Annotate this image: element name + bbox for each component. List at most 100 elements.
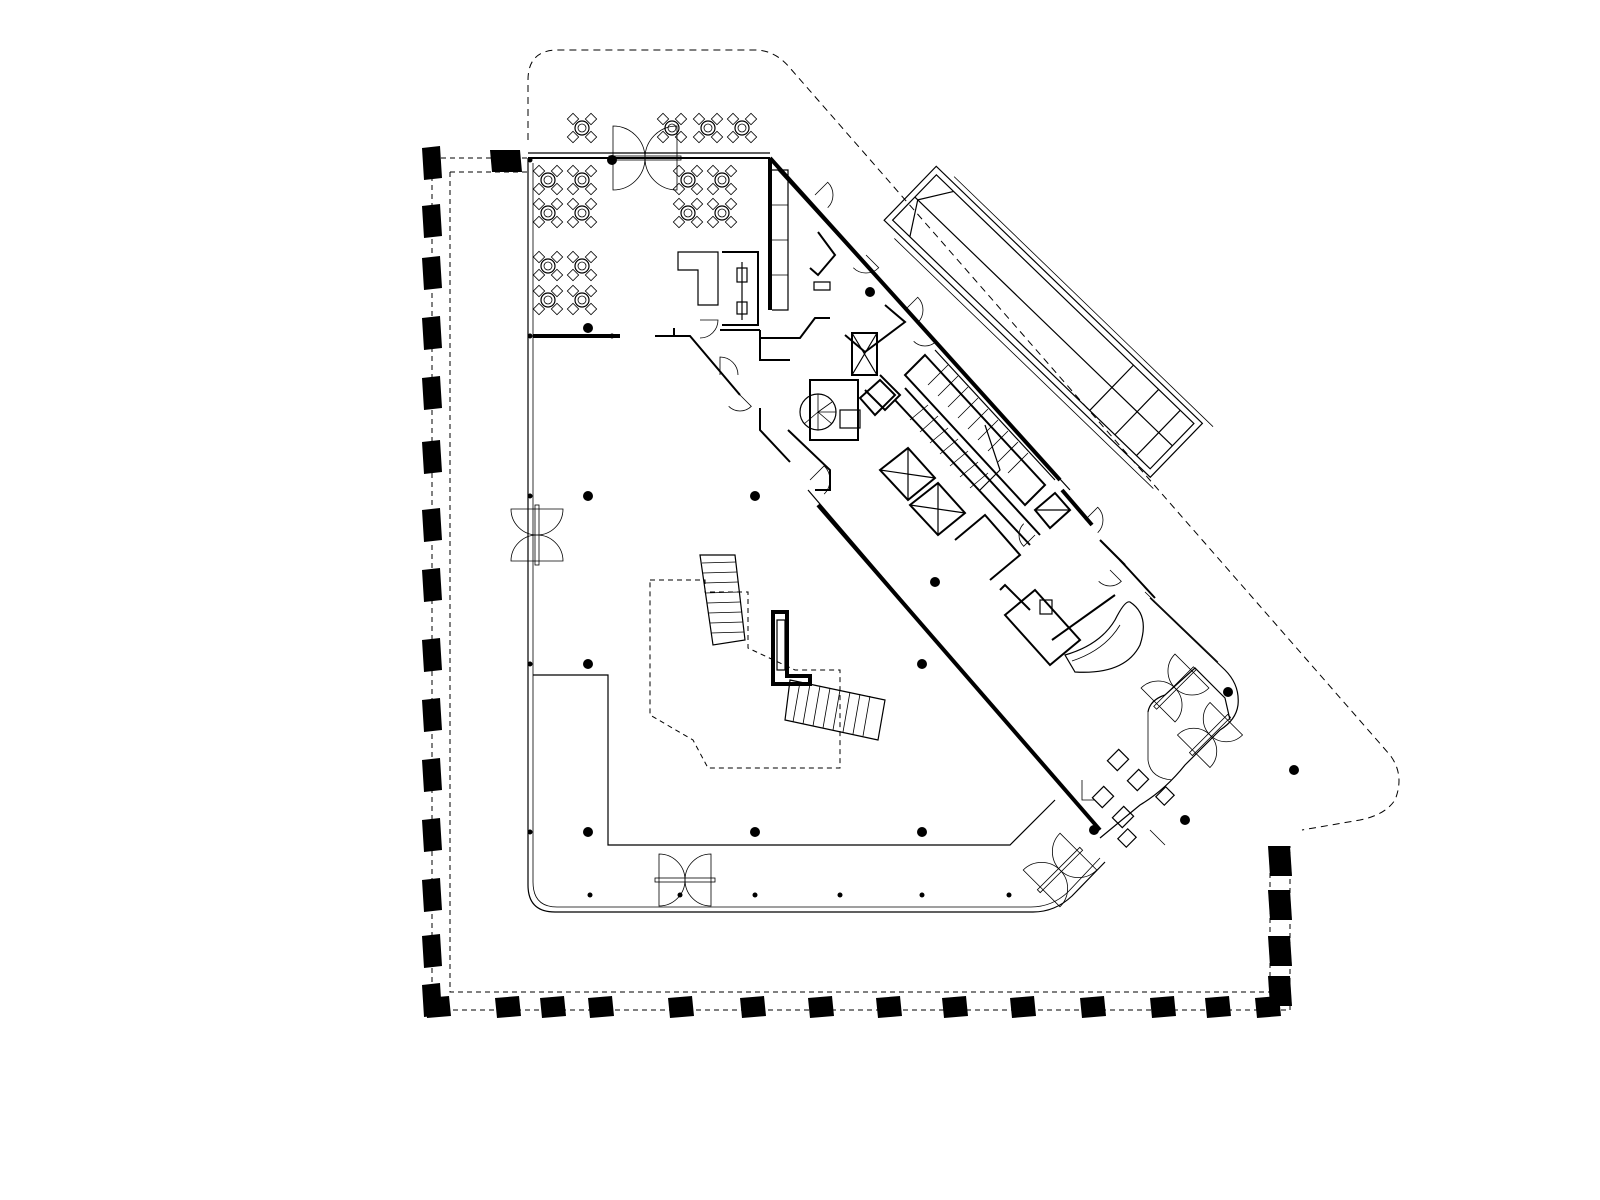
cafe-table: [566, 112, 598, 144]
wall-column: [425, 996, 451, 1018]
double-door: [654, 853, 716, 907]
spiral-stair: [799, 393, 837, 431]
cafe-table: [566, 250, 598, 282]
lounge-room: [1147, 667, 1231, 721]
wall-column: [490, 150, 522, 172]
main-stair: [894, 349, 1056, 546]
wall-column: [495, 996, 521, 1018]
column-small: [527, 333, 533, 339]
wall-column: [422, 818, 442, 852]
column: [607, 155, 617, 165]
doors: [510, 125, 1244, 908]
atrium-stairs: [699, 554, 886, 741]
single-door: [904, 296, 924, 324]
cafe-table: [532, 164, 564, 196]
column: [750, 827, 760, 837]
canopy-outline: [527, 49, 1400, 831]
cafe-table: [726, 112, 758, 144]
column: [1089, 825, 1099, 835]
single-door: [852, 254, 880, 274]
column-small: [587, 892, 593, 898]
double-door: [1176, 701, 1244, 769]
wall-column: [422, 508, 442, 542]
wall-column: [1150, 996, 1176, 1018]
gallery-line: [533, 674, 1056, 846]
wall-column: [1080, 996, 1106, 1018]
lobby-glazing: [527, 158, 1106, 913]
wall-column: [942, 996, 968, 1018]
column-small: [527, 829, 533, 835]
wall-column: [1268, 976, 1292, 1006]
lounge-furniture: [1081, 748, 1176, 849]
cafe-table: [672, 197, 704, 229]
wall-column: [1268, 846, 1292, 876]
column-small: [527, 661, 533, 667]
cafe-table: [706, 197, 738, 229]
single-door: [1098, 569, 1122, 587]
canopy-structure: [883, 165, 1214, 489]
single-door: [1018, 523, 1036, 547]
single-door: [719, 356, 739, 376]
cafe-table: [706, 164, 738, 196]
single-door: [1084, 506, 1104, 534]
single-door: [699, 319, 719, 339]
single-door: [809, 465, 831, 495]
wall-column: [876, 996, 902, 1018]
cafe-table: [672, 164, 704, 196]
column: [583, 323, 593, 333]
wall-column: [1010, 996, 1036, 1018]
wall-column: [422, 934, 442, 968]
column-small: [677, 892, 683, 898]
wall-column: [422, 376, 442, 410]
perimeter-wall: [431, 157, 1291, 1011]
double-door: [1140, 653, 1210, 723]
single-door: [814, 181, 834, 209]
wall-column: [1205, 996, 1231, 1018]
wall-column: [740, 996, 766, 1018]
column: [1289, 765, 1299, 775]
cafe-table: [532, 284, 564, 316]
single-door: [728, 394, 752, 412]
double-door: [510, 504, 564, 566]
wall-column: [422, 256, 442, 290]
cafe-table: [532, 197, 564, 229]
east-glazing: [1099, 597, 1239, 839]
double-door: [1022, 832, 1098, 908]
column-small: [919, 892, 925, 898]
cafe-table: [532, 250, 564, 282]
perimeter-columns: [422, 146, 1292, 1018]
wall-column: [422, 146, 442, 180]
wall-column: [668, 996, 694, 1018]
column: [917, 659, 927, 669]
column-small: [527, 157, 533, 163]
wall-column: [422, 440, 442, 474]
column: [930, 577, 940, 587]
wall-column: [422, 758, 442, 792]
wall-column: [422, 316, 442, 350]
wall-column: [422, 878, 442, 912]
wall-column: [422, 568, 442, 602]
atrium-core: [771, 610, 812, 686]
cafe-table: [692, 112, 724, 144]
column: [583, 659, 593, 669]
column: [583, 827, 593, 837]
column: [1223, 687, 1233, 697]
column-small: [752, 892, 758, 898]
lobby-glazing-inner: [532, 163, 1101, 908]
cafe-table: [656, 112, 688, 144]
column-small: [837, 892, 843, 898]
elevator-shafts: [858, 378, 1072, 537]
wall-column: [422, 204, 442, 238]
single-door: [913, 329, 937, 347]
wall-column: [808, 996, 834, 1018]
wall-column: [1268, 936, 1292, 966]
reception-desk: [1064, 601, 1144, 673]
column: [1180, 815, 1190, 825]
wall-column: [540, 996, 566, 1018]
column-small: [527, 493, 533, 499]
wall-column: [422, 698, 442, 732]
core: [759, 304, 1156, 667]
column: [583, 491, 593, 501]
column-small: [1006, 892, 1012, 898]
